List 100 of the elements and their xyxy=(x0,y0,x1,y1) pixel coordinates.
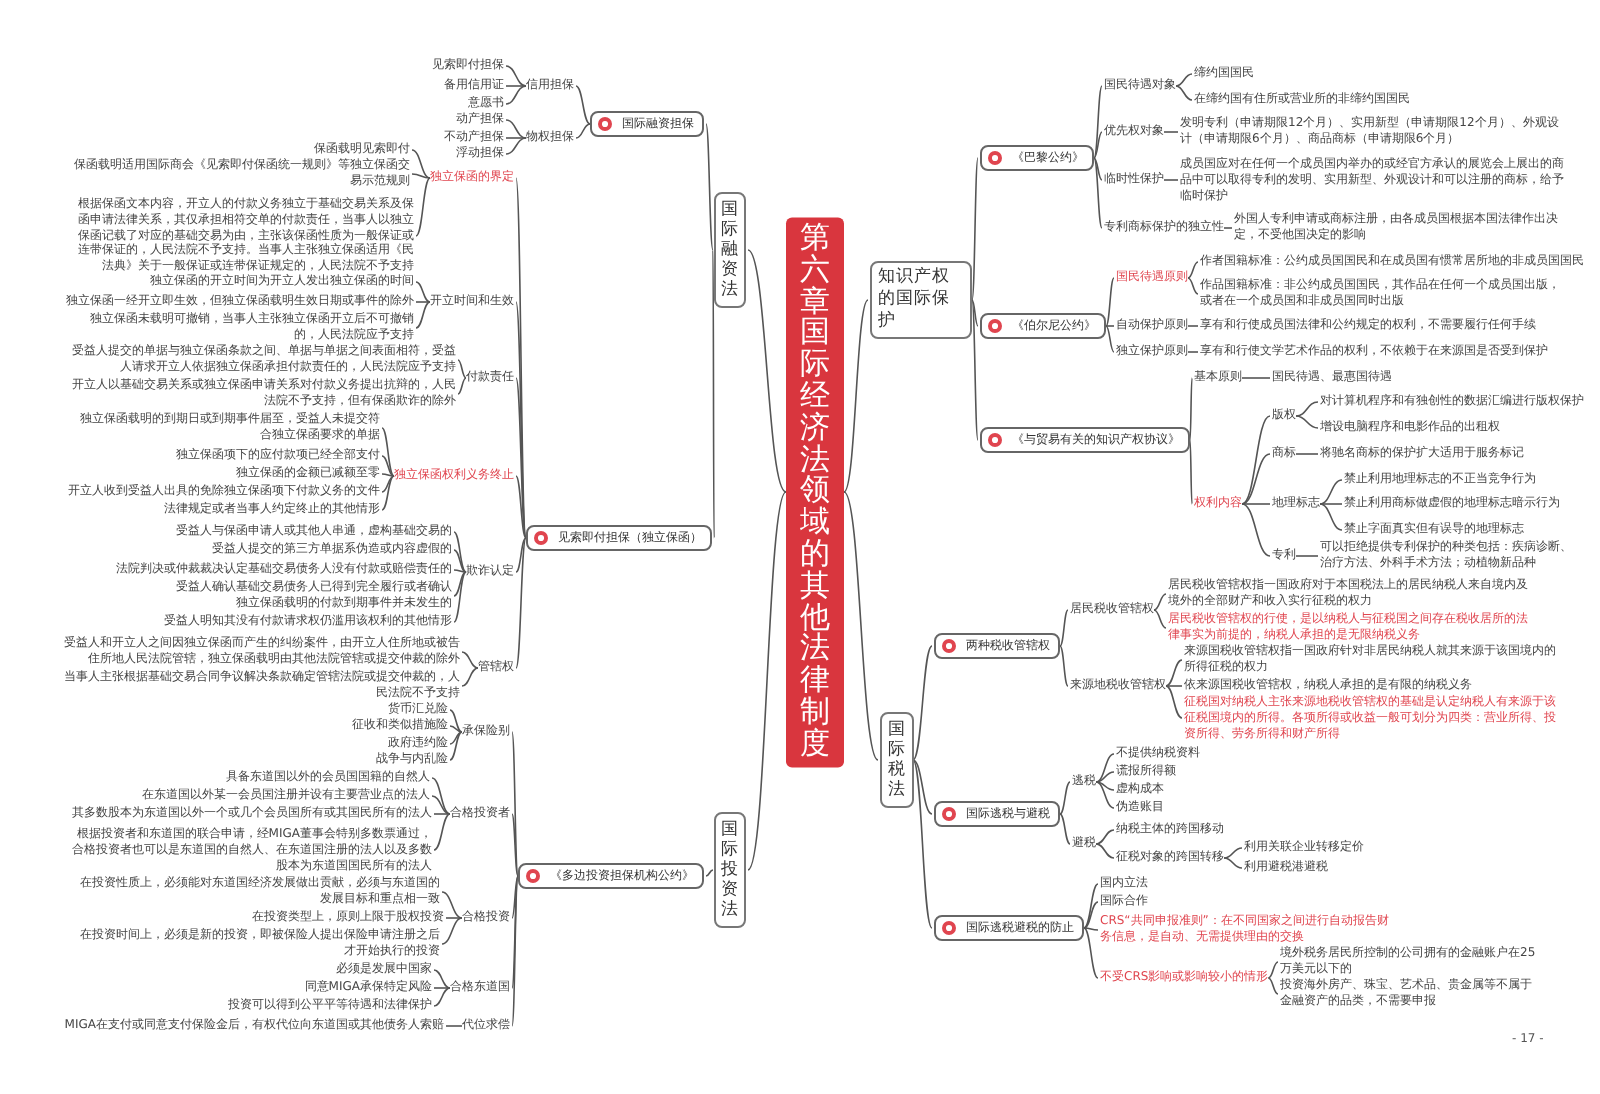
connector xyxy=(705,869,714,877)
connector xyxy=(1319,503,1343,505)
connector xyxy=(449,709,463,733)
connector xyxy=(453,549,467,573)
connector xyxy=(381,473,395,477)
connector xyxy=(1295,555,1319,557)
connector xyxy=(1295,401,1319,417)
connector xyxy=(457,359,467,379)
connector xyxy=(381,475,395,511)
topic-box xyxy=(980,313,1106,339)
connector xyxy=(1223,857,1243,869)
connector xyxy=(445,917,463,919)
connector xyxy=(971,299,979,327)
connector xyxy=(1059,645,1069,687)
connector xyxy=(511,875,519,919)
connector xyxy=(505,85,527,105)
topic-box xyxy=(526,525,712,551)
section-box: 知识产权的国际保护 xyxy=(870,261,972,339)
connector xyxy=(1241,453,1271,505)
connector xyxy=(505,65,527,87)
connector xyxy=(971,299,979,441)
connector xyxy=(441,917,463,945)
connector xyxy=(747,249,787,493)
connector xyxy=(431,795,451,815)
section-box: 国际投资法 xyxy=(713,812,746,928)
connector xyxy=(1083,901,1099,929)
connector xyxy=(1163,131,1179,133)
connector xyxy=(1319,503,1343,531)
connector xyxy=(511,875,519,989)
topic-box xyxy=(934,633,1060,659)
connector xyxy=(1083,883,1099,929)
connector xyxy=(433,987,451,1007)
connector xyxy=(505,119,527,139)
connector xyxy=(515,377,527,539)
connector xyxy=(1059,781,1071,815)
connector xyxy=(1095,781,1115,791)
connector xyxy=(461,667,479,687)
connector xyxy=(1059,609,1069,647)
connector xyxy=(1105,277,1115,327)
connector xyxy=(433,813,451,851)
connector xyxy=(441,891,463,919)
topic-box xyxy=(980,145,1094,171)
connector xyxy=(505,137,527,139)
connector xyxy=(705,123,714,251)
connector xyxy=(415,177,431,237)
connector xyxy=(575,85,591,125)
connector xyxy=(415,281,431,303)
connector xyxy=(1165,685,1183,687)
connector xyxy=(1241,503,1271,505)
connector xyxy=(505,137,527,155)
connector xyxy=(1095,771,1115,783)
connector xyxy=(381,427,395,477)
connector xyxy=(1267,977,1279,995)
connector xyxy=(453,569,467,573)
connector xyxy=(912,759,933,929)
connector xyxy=(912,645,933,761)
connector xyxy=(747,491,787,871)
connector xyxy=(1153,593,1167,611)
connector xyxy=(415,301,431,329)
connector xyxy=(1319,479,1343,505)
connector xyxy=(1165,659,1183,687)
connector xyxy=(1241,503,1271,557)
connector xyxy=(431,777,451,815)
connector xyxy=(1187,325,1199,327)
connector xyxy=(1187,261,1199,279)
connector xyxy=(1223,227,1233,229)
connector xyxy=(411,173,431,179)
connector xyxy=(1095,829,1115,845)
connector xyxy=(1153,609,1167,629)
connector xyxy=(515,537,527,573)
connector xyxy=(1187,351,1199,353)
topic-box xyxy=(934,801,1060,827)
connector xyxy=(461,651,479,669)
connector xyxy=(1083,927,1099,931)
connector xyxy=(411,149,431,179)
connector xyxy=(1241,377,1271,379)
connector xyxy=(449,731,463,745)
connector xyxy=(1175,73,1193,87)
connector xyxy=(1175,85,1193,101)
connector xyxy=(453,531,467,573)
section-box: 国际融资法 xyxy=(713,192,746,308)
connector xyxy=(1093,131,1103,159)
connector xyxy=(453,571,467,623)
connector xyxy=(1295,453,1319,455)
connector xyxy=(445,1025,463,1027)
title-banner: 第六章国际经济法领域的其他法律制度 xyxy=(786,217,844,767)
topic-box xyxy=(590,111,704,137)
connector xyxy=(575,123,591,139)
connector xyxy=(1095,843,1115,859)
connector xyxy=(971,157,979,301)
connector xyxy=(1295,415,1319,429)
connector xyxy=(1095,781,1115,809)
connector xyxy=(1267,961,1279,979)
connector xyxy=(1093,157,1103,181)
topic-box xyxy=(980,427,1190,453)
connector xyxy=(1059,813,1071,845)
connector xyxy=(1187,277,1199,295)
connector xyxy=(511,813,519,877)
connector xyxy=(1165,685,1183,719)
connector xyxy=(1223,847,1243,859)
